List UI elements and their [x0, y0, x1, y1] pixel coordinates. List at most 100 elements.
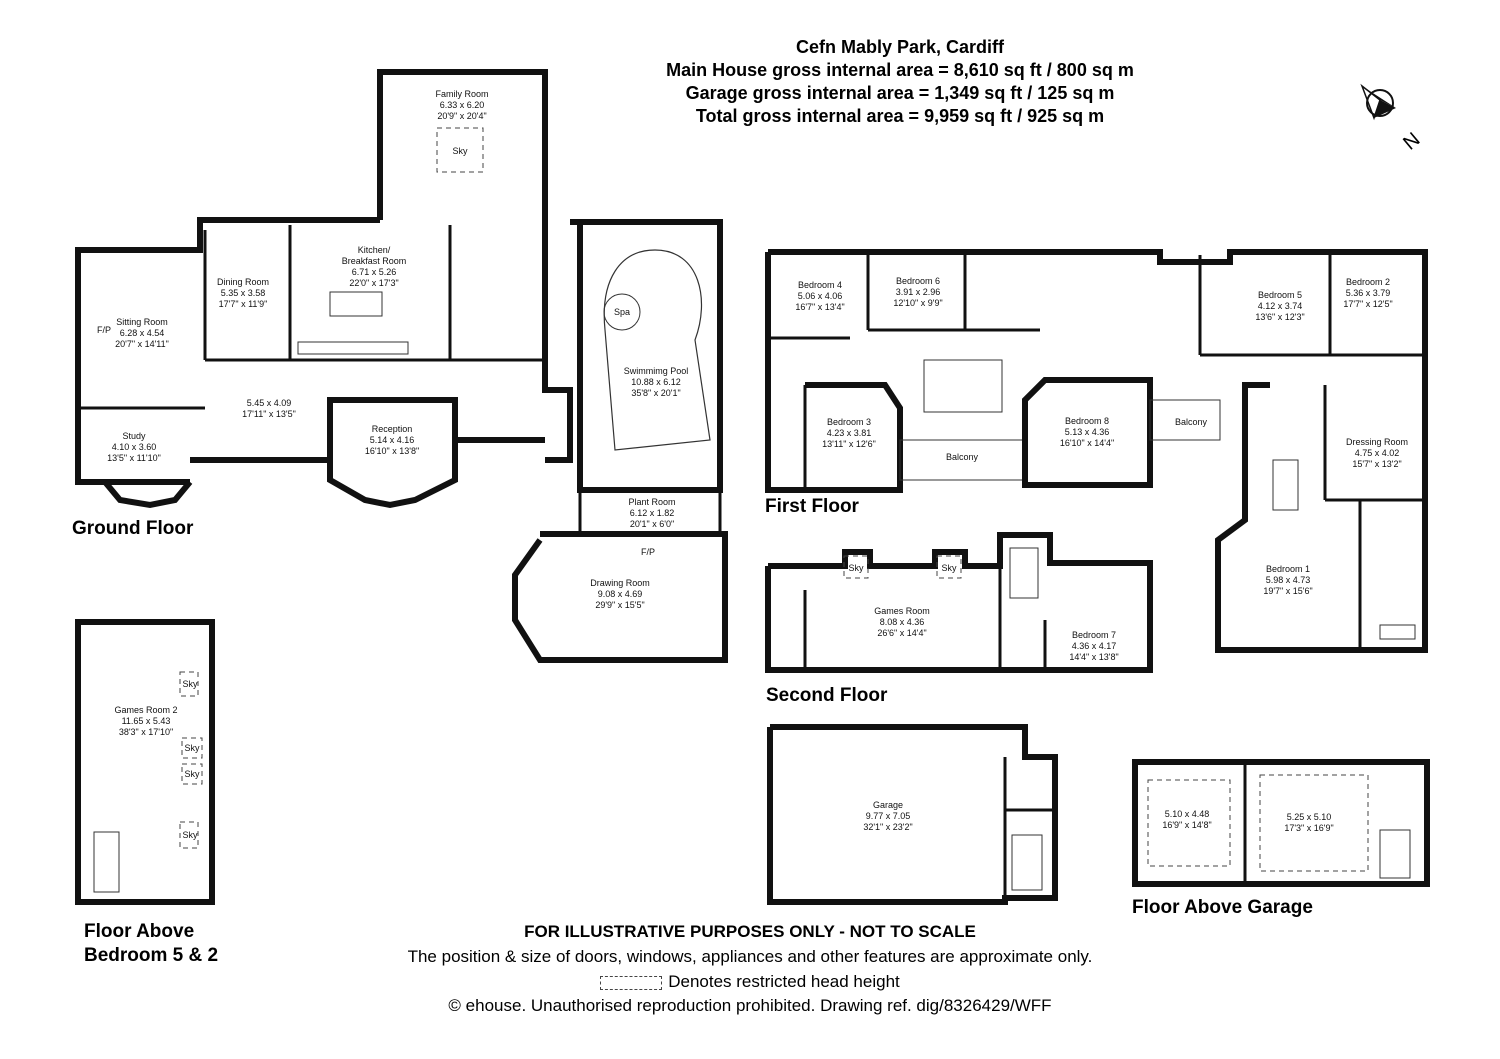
above-garage-b-metric: 5.25 x 5.10	[1287, 812, 1332, 822]
drawing-imperial: 29'9" x 15'5"	[595, 600, 644, 610]
above-bedrooms-label-2: Bedroom 5 & 2	[84, 945, 218, 966]
bed5-imperial: 13'6" x 12'3"	[1255, 312, 1304, 322]
bed5-metric: 4.12 x 3.74	[1258, 301, 1303, 311]
kitchen-imperial: 22'0" x 17'3"	[349, 278, 398, 288]
property-title: Cefn Mably Park, Cardiff	[795, 37, 1005, 57]
plant-metric: 6.12 x 1.82	[630, 508, 675, 518]
dining-imperial: 17'7" x 11'9"	[219, 299, 268, 309]
kitchen-name-1: Kitchen/	[358, 245, 391, 255]
hall-imperial: 17'11" x 13'5"	[242, 409, 296, 419]
above-garage-label: Floor Above Garage	[1132, 897, 1313, 918]
hall-metric: 5.45 x 4.09	[247, 398, 292, 408]
bed3-metric: 4.23 x 3.81	[827, 428, 872, 438]
games-sky-2: Sky	[941, 563, 957, 573]
first-floor-label: First Floor	[765, 496, 860, 517]
total-area: Total gross internal area = 9,959 sq ft …	[695, 106, 1105, 126]
family-room-metric: 6.33 x 6.20	[440, 100, 485, 110]
sky-label: Sky	[452, 146, 468, 156]
sitting-name: Sitting Room	[116, 317, 168, 327]
bed4-imperial: 16'7" x 13'4"	[795, 302, 844, 312]
family-room-imperial: 20'9" x 20'4"	[437, 111, 486, 121]
above-garage-labels: 5.10 x 4.48 16'9" x 14'8" 5.25 x 5.10 17…	[1162, 809, 1333, 833]
games2-sky-1: Sky	[182, 679, 198, 689]
second-floor-labels: Games Room 8.08 x 4.36 26'6" x 14'4" Bed…	[874, 606, 1118, 662]
spa-name: Spa	[614, 307, 630, 317]
bed7-name: Bedroom 7	[1072, 630, 1116, 640]
ground-floor-label: Ground Floor	[72, 518, 194, 539]
sitting-fireplace: F/P	[97, 325, 111, 335]
bed2-imperial: 17'7" x 12'5"	[1343, 299, 1392, 309]
second-floor-label: Second Floor	[766, 685, 888, 706]
games-imperial: 26'6" x 14'4"	[877, 628, 926, 638]
dining-name: Dining Room	[217, 277, 269, 287]
family-room-name: Family Room	[435, 89, 488, 99]
first-floor-labels: Bedroom 4 5.06 x 4.06 16'7" x 13'4" Bedr…	[795, 276, 1408, 596]
bed6-metric: 3.91 x 2.96	[896, 287, 941, 297]
above-garage-a-metric: 5.10 x 4.48	[1165, 809, 1210, 819]
garage-name: Garage	[873, 800, 903, 810]
ground-floor-labels: Family Room 6.33 x 6.20 20'9" x 20'4" Ki…	[97, 89, 688, 610]
bed8-name: Bedroom 8	[1065, 416, 1109, 426]
bed1-metric: 5.98 x 4.73	[1266, 575, 1311, 585]
bed4-metric: 5.06 x 4.06	[798, 291, 843, 301]
legend-text: Denotes restricted head height	[668, 972, 900, 991]
dressing-metric: 4.75 x 4.02	[1355, 448, 1400, 458]
above-bedrooms-label-1: Floor Above	[84, 921, 194, 942]
balcony2-name: Balcony	[1175, 417, 1208, 427]
pool-metric: 10.88 x 6.12	[631, 377, 681, 387]
above-garage-b-imperial: 17'3" x 16'9"	[1284, 823, 1333, 833]
disclaimer: FOR ILLUSTRATIVE PURPOSES ONLY - NOT TO …	[524, 922, 976, 941]
games-sky-1: Sky	[848, 563, 864, 573]
bed3-imperial: 13'11" x 12'6"	[822, 439, 876, 449]
bed2-metric: 5.36 x 3.79	[1346, 288, 1391, 298]
bed7-imperial: 14'4" x 13'8"	[1069, 652, 1118, 662]
ground-floor-plan: Sky	[75, 69, 728, 663]
bed8-imperial: 16'10" x 14'4"	[1060, 438, 1114, 448]
garage-metric: 9.77 x 7.05	[866, 811, 911, 821]
north-arrow-icon: N	[1352, 78, 1432, 158]
copyright: © ehouse. Unauthorised reproduction proh…	[448, 996, 1052, 1015]
kitchen-name-2: Breakfast Room	[342, 256, 407, 266]
legend: Denotes restricted head height	[330, 972, 1170, 992]
games2-name: Games Room 2	[114, 705, 177, 715]
bed6-name: Bedroom 6	[896, 276, 940, 286]
drawing-fireplace: F/P	[641, 547, 655, 557]
games-name: Games Room	[874, 606, 930, 616]
pool-imperial: 35'8" x 20'1"	[631, 388, 680, 398]
bed1-name: Bedroom 1	[1266, 564, 1310, 574]
dining-metric: 5.35 x 3.58	[221, 288, 266, 298]
bed4-name: Bedroom 4	[798, 280, 842, 290]
reception-metric: 5.14 x 4.16	[370, 435, 415, 445]
above-garage-plan	[1132, 759, 1430, 887]
second-floor-plan: Sky Sky	[765, 532, 1153, 673]
drawing-metric: 9.08 x 4.69	[598, 589, 643, 599]
games2-metric: 11.65 x 5.43	[122, 716, 171, 726]
garage-plan	[767, 724, 1058, 905]
balcony1-name: Balcony	[946, 452, 979, 462]
reception-imperial: 16'10" x 13'8"	[365, 446, 419, 456]
games2-imperial: 38'3" x 17'10"	[119, 727, 173, 737]
above-garage-a-imperial: 16'9" x 14'8"	[1162, 820, 1211, 830]
header: Cefn Mably Park, Cardiff Main House gros…	[560, 36, 1240, 128]
approx-note: The position & size of doors, windows, a…	[407, 947, 1093, 966]
plant-imperial: 20'1" x 6'0"	[630, 519, 674, 529]
study-imperial: 13'5" x 11'10"	[107, 453, 161, 463]
main-house-area: Main House gross internal area = 8,610 s…	[666, 60, 1134, 80]
games2-sky-4: Sky	[182, 830, 198, 840]
first-floor-plan	[765, 249, 1428, 653]
bed2-name: Bedroom 2	[1346, 277, 1390, 287]
garage-area: Garage gross internal area = 1,349 sq ft…	[685, 83, 1115, 103]
study-metric: 4.10 x 3.60	[112, 442, 157, 452]
above-bedrooms-labels: Games Room 2 11.65 x 5.43 38'3" x 17'10"	[114, 705, 177, 737]
bed5-name: Bedroom 5	[1258, 290, 1302, 300]
pool-name: Swimmimg Pool	[624, 366, 689, 376]
bed3-name: Bedroom 3	[827, 417, 871, 427]
dressing-name: Dressing Room	[1346, 437, 1408, 447]
garage-labels: Garage 9.77 x 7.05 32'1" x 23'2"	[863, 800, 912, 832]
study-name: Study	[122, 431, 146, 441]
games-metric: 8.08 x 4.36	[880, 617, 925, 627]
restricted-height-swatch	[600, 975, 663, 990]
bed6-imperial: 12'10" x 9'9"	[893, 298, 942, 308]
dressing-imperial: 15'7" x 13'2"	[1352, 459, 1401, 469]
kitchen-metric: 6.71 x 5.26	[352, 267, 397, 277]
